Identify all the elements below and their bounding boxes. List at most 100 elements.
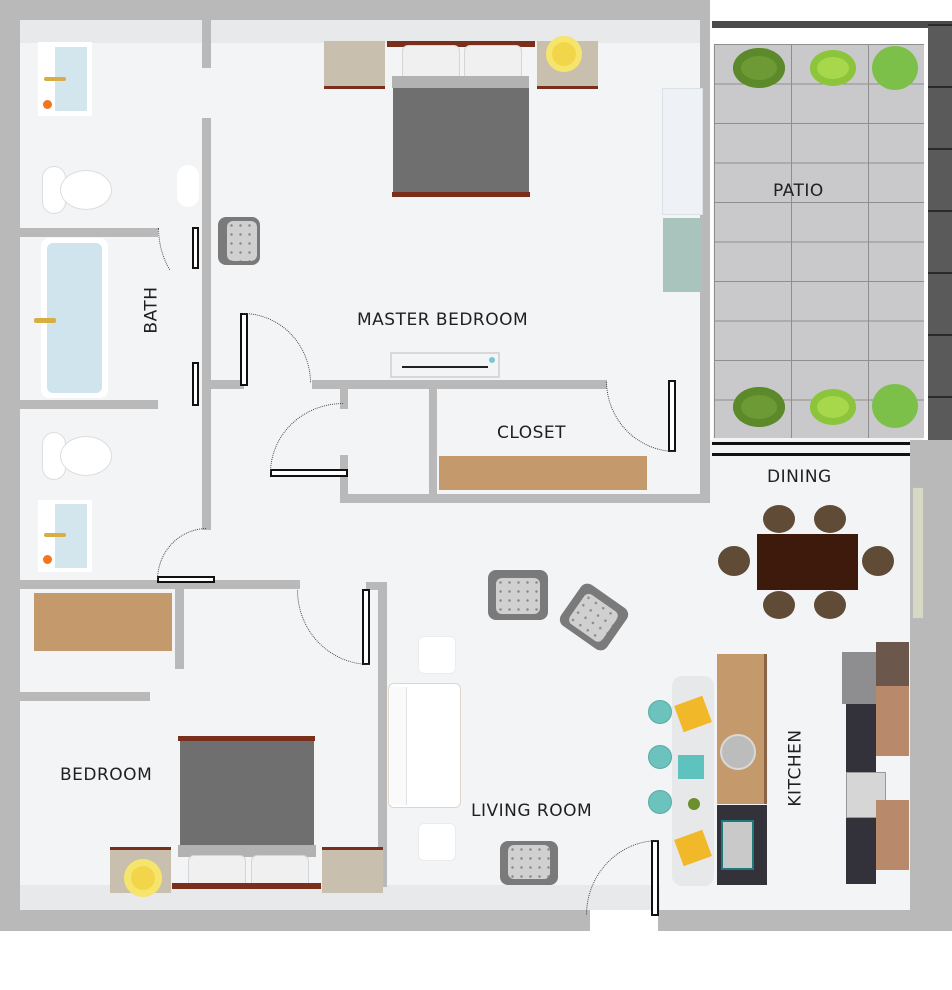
upper-cabinet bbox=[876, 642, 909, 686]
ottoman bbox=[418, 636, 456, 674]
wall-master-bottom bbox=[312, 380, 607, 389]
outer-wall-bottom bbox=[0, 910, 590, 931]
bar-stool bbox=[648, 745, 672, 769]
wall-bedroom-closet-right bbox=[175, 589, 184, 669]
tv-console bbox=[390, 352, 500, 378]
wall-closet-mid bbox=[429, 389, 437, 503]
dresser bbox=[663, 218, 701, 292]
tv-icon bbox=[402, 366, 488, 368]
kitchen-island-counter bbox=[717, 654, 767, 804]
sofa-back bbox=[390, 687, 407, 805]
room-label-dining: DINING bbox=[767, 467, 832, 487]
shrub-icon bbox=[733, 387, 785, 427]
dining-chair bbox=[763, 505, 795, 533]
wall-closet-stub bbox=[340, 389, 348, 409]
plant-icon bbox=[688, 798, 700, 810]
desk bbox=[34, 593, 172, 651]
room-label-kitchen: KITCHEN bbox=[785, 729, 806, 807]
faucet-icon bbox=[44, 533, 66, 537]
wall-master-right bbox=[700, 20, 710, 503]
patio-railing-top bbox=[712, 21, 952, 28]
wall-closet-left bbox=[340, 455, 348, 503]
armchair-living-3 bbox=[500, 841, 558, 885]
toilet-bowl-bottom bbox=[60, 436, 112, 476]
cabinet-wood bbox=[876, 800, 909, 870]
bed-headboard bbox=[387, 41, 535, 47]
bed-footboard bbox=[392, 192, 530, 197]
bed-blanket bbox=[393, 88, 529, 192]
sink-icon bbox=[721, 820, 754, 870]
shrub-icon bbox=[810, 50, 856, 86]
refrigerator bbox=[842, 652, 878, 704]
chair-seat bbox=[227, 221, 257, 261]
outer-wall-left bbox=[0, 0, 20, 931]
door-bath-2[interactable] bbox=[192, 362, 199, 406]
wall-bath-h2 bbox=[20, 400, 158, 409]
lamp-icon bbox=[124, 859, 162, 897]
shrub-icon bbox=[872, 46, 918, 90]
bathtub-water bbox=[47, 243, 102, 393]
outer-wall-bottom-right bbox=[658, 910, 952, 931]
bar-stool bbox=[648, 790, 672, 814]
nightstand-left bbox=[324, 41, 385, 89]
armchair-living-1 bbox=[488, 570, 548, 620]
room-label-living-room: LIVING ROOM bbox=[471, 801, 593, 821]
tub-faucet-icon bbox=[34, 318, 56, 323]
toilet-bowl-top bbox=[60, 170, 112, 210]
wall-bedroom-closet-bottom bbox=[20, 692, 150, 701]
armchair-master bbox=[218, 217, 260, 265]
ottoman bbox=[418, 823, 456, 861]
wall-closet-bottom bbox=[340, 494, 710, 503]
room-label-patio: PATIO bbox=[773, 181, 824, 201]
bed-blanket bbox=[180, 741, 314, 847]
faucet-icon bbox=[44, 77, 66, 81]
shrub-icon bbox=[872, 384, 918, 428]
dining-chair bbox=[763, 591, 795, 619]
sliding-door-patio[interactable] bbox=[712, 442, 910, 456]
soap-icon bbox=[43, 100, 52, 109]
closet-shelf bbox=[439, 456, 647, 490]
wardrobe bbox=[662, 88, 703, 215]
wall-bedroom-right bbox=[378, 582, 387, 887]
wall-master-bottom-left bbox=[211, 380, 244, 389]
dining-table bbox=[757, 534, 858, 590]
wall-bath-right bbox=[202, 118, 211, 530]
pillow-left bbox=[402, 45, 460, 81]
toilet-tank-bottom bbox=[42, 432, 66, 480]
plate-icon bbox=[720, 734, 756, 770]
bar-stool bbox=[648, 700, 672, 724]
dining-chair bbox=[718, 546, 750, 576]
chair-seat bbox=[508, 845, 550, 879]
dining-chair bbox=[814, 505, 846, 533]
room-label-closet: CLOSET bbox=[497, 423, 567, 443]
room-label-bath: BATH bbox=[141, 286, 162, 334]
lamp-icon bbox=[546, 36, 582, 72]
toiletry-tray bbox=[177, 165, 199, 207]
placemat-icon bbox=[678, 755, 704, 779]
shrub-icon bbox=[733, 48, 785, 88]
room-label-bedroom: BEDROOM bbox=[60, 765, 153, 785]
cabinet-wood bbox=[876, 686, 909, 756]
dining-chair bbox=[862, 546, 894, 576]
floor-baseboard-top bbox=[20, 20, 706, 43]
tv-indicator-icon bbox=[489, 357, 495, 363]
wall-bedroom-right-cap bbox=[366, 582, 386, 590]
pillow-right bbox=[464, 45, 522, 81]
bed-sheet-fold bbox=[178, 845, 316, 857]
wall-bath-top-stub bbox=[202, 20, 211, 68]
wall-bath-bottom bbox=[20, 580, 300, 589]
shrub-icon bbox=[810, 389, 856, 425]
patio-tiles bbox=[714, 44, 924, 438]
wall-bath-h1 bbox=[20, 228, 158, 237]
window bbox=[912, 487, 924, 619]
room-label-master-bedroom: MASTER BEDROOM bbox=[357, 310, 529, 330]
soap-icon bbox=[43, 555, 52, 564]
bed-headboard bbox=[178, 736, 315, 741]
bed-sheet-fold bbox=[392, 76, 529, 88]
outer-wall-top bbox=[0, 0, 710, 20]
patio-railing-right bbox=[928, 24, 952, 440]
dining-chair bbox=[814, 591, 846, 619]
chair-seat bbox=[496, 578, 540, 614]
bed-frame-foot bbox=[172, 883, 321, 889]
nightstand-right bbox=[322, 847, 383, 893]
